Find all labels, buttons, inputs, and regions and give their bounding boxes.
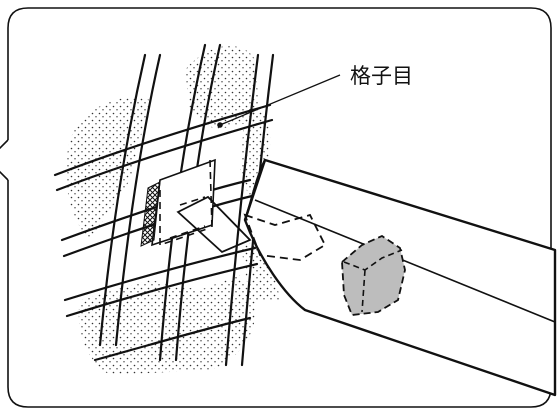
- callout-label: 格子目: [350, 64, 413, 88]
- tool-centerline: [254, 199, 556, 323]
- debris-dashed-outline: [243, 213, 327, 261]
- frame-border: [7, 7, 552, 408]
- stipple-area-right: [240, 108, 271, 200]
- frame-notch: [0, 139, 9, 181]
- tool-tip-rect: [176, 195, 252, 254]
- debris-fragment-inner: [343, 249, 403, 313]
- grid-opening: [151, 158, 216, 247]
- blocked-cell-hatch: [140, 181, 161, 247]
- stipple-area-top: [185, 46, 260, 130]
- dashed-removed-material: [159, 159, 213, 247]
- callout-leader-line: [219, 74, 341, 126]
